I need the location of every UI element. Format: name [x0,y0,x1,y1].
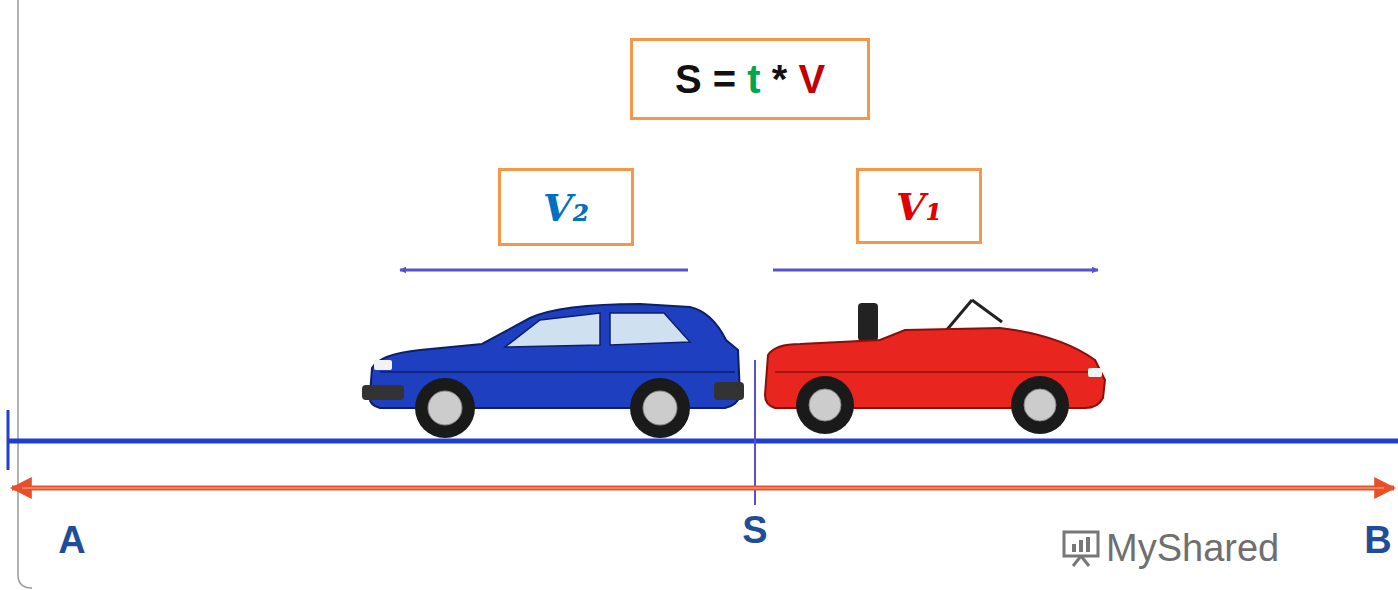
frame-border [18,0,32,588]
watermark: MyShared [1106,527,1279,570]
velocity-label: V₂ [543,185,589,230]
watermark-icon [1064,532,1098,566]
direction-arrow [400,269,688,272]
road-line [8,439,1398,444]
blue-car [362,304,744,438]
distance-arrow [12,486,1394,491]
point-label: A [58,519,85,562]
velocity-box: V₂ [498,168,634,246]
point-label: S [742,509,767,552]
direction-arrow [773,269,1098,272]
distance-arrow-highlight [22,487,1384,488]
formula-box: S = t * V [630,38,870,120]
velocity-label: V₁ [896,184,942,229]
point-label: B [1364,519,1391,562]
start-marker [754,360,756,505]
velocity-box: V₁ [856,168,982,244]
red-car [765,300,1105,434]
formula-text: S = t * V [675,57,825,102]
tick-mark [7,410,10,470]
